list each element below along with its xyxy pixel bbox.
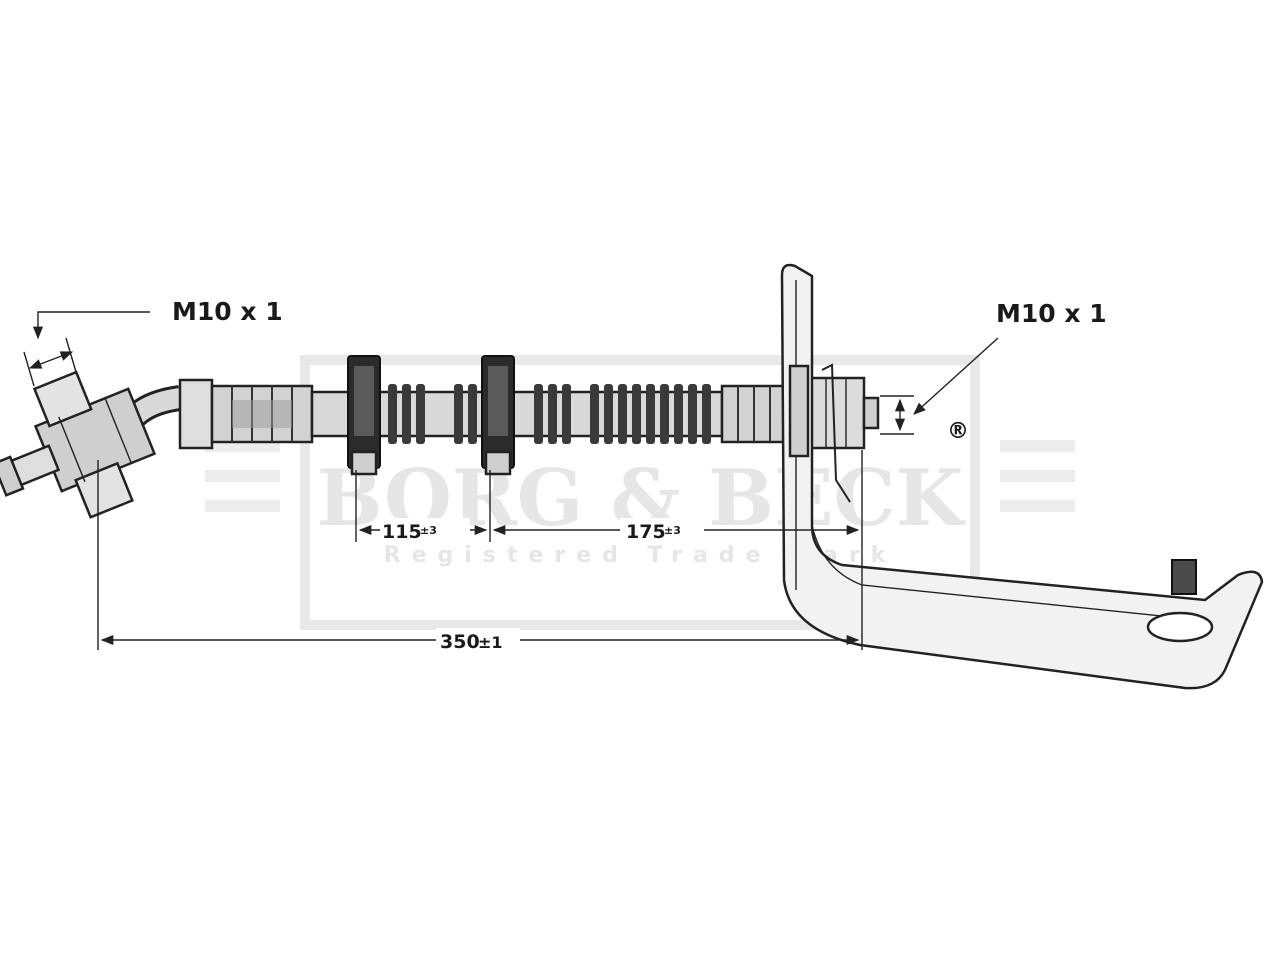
- watermark-side-bars-right: [1000, 440, 1075, 512]
- svg-text:175: 175: [626, 521, 666, 543]
- tube-nut-right: [806, 376, 880, 450]
- mounting-bracket: [780, 263, 1264, 690]
- watermark-frame: [300, 355, 980, 630]
- ferrule-left: [178, 378, 314, 450]
- thread-leader-right: [913, 337, 999, 415]
- hose-corrugation: [388, 384, 711, 444]
- thread-leader-left: [32, 311, 150, 340]
- thread-label-left: M10 x 1: [165, 292, 295, 326]
- svg-text:350: 350: [440, 631, 480, 653]
- svg-text:M10 x 1: M10 x 1: [996, 299, 1107, 328]
- svg-text:115: 115: [382, 521, 422, 543]
- hose-clip-2: [481, 355, 515, 476]
- bracket-stud: [1171, 559, 1197, 595]
- dimension-label-115: 115 ±3: [380, 518, 470, 543]
- thread-label-right: M10 x 1: [990, 298, 1120, 332]
- banjo-fitting-left: [0, 370, 182, 519]
- ferrule-right: [720, 384, 786, 444]
- svg-text:±3: ±3: [420, 524, 437, 537]
- svg-text:M10 x 1: M10 x 1: [172, 297, 283, 326]
- svg-text:±3: ±3: [664, 524, 681, 537]
- dimension-label-175: 175 ±3: [620, 518, 704, 543]
- svg-text:±1: ±1: [478, 633, 503, 652]
- hose-clip-1: [347, 355, 381, 476]
- bracket-mounting-hole: [1146, 611, 1214, 643]
- watermark-side-bars-left: [205, 440, 280, 512]
- dimension-label-350: 350 ±1: [436, 628, 520, 653]
- watermark-registered-mark: ®: [947, 419, 969, 444]
